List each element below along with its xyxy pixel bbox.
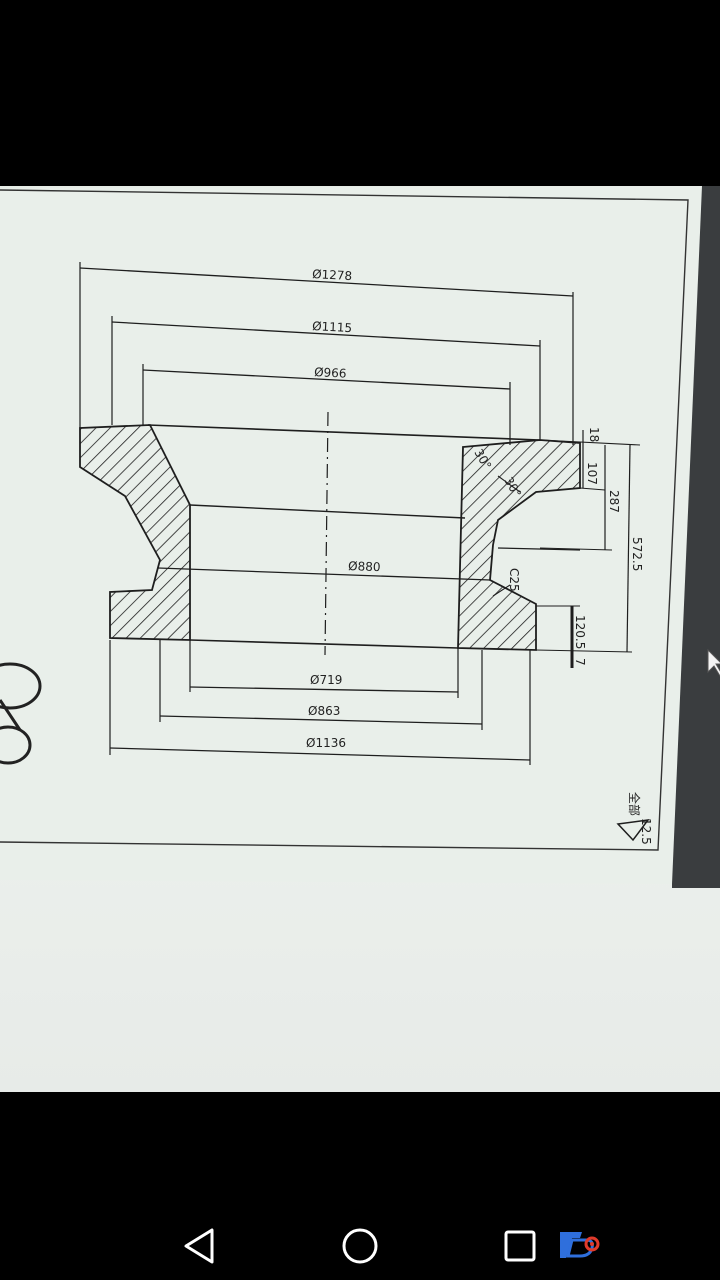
top-inner-line xyxy=(147,424,541,441)
chamfer-leader xyxy=(492,584,511,597)
drawing-frame xyxy=(0,189,689,851)
centerline xyxy=(324,411,329,656)
app-logo-icon xyxy=(560,1232,600,1258)
angle-mark-2 xyxy=(497,475,521,493)
label-d1136: Ø1136 xyxy=(306,736,346,750)
roughness-symbol xyxy=(616,819,650,842)
dim-line-572 xyxy=(626,444,631,653)
dim-line-966 xyxy=(142,369,511,390)
ext-line-top-right xyxy=(539,439,641,446)
dim-line-863 xyxy=(159,715,483,725)
home-icon[interactable] xyxy=(336,1222,384,1270)
partial-iso-view xyxy=(0,662,42,765)
recents-icon[interactable] xyxy=(496,1222,544,1270)
label-d719: Ø719 xyxy=(310,673,342,687)
bottom-inner-line xyxy=(189,639,459,649)
label-d863: Ø863 xyxy=(308,704,340,718)
dim-line-880 xyxy=(157,567,491,581)
label-h7: 7 xyxy=(573,658,587,666)
label-chamfer: C25 xyxy=(507,568,521,592)
label-h18: 18 xyxy=(587,427,601,442)
label-d966: Ø966 xyxy=(314,365,347,381)
label-h287: 287 xyxy=(607,490,621,513)
desk-edge xyxy=(672,186,720,888)
label-h120: 120.5 xyxy=(573,615,587,649)
paper-sheet xyxy=(0,186,702,884)
label-roughness: 12.5 xyxy=(639,818,653,845)
bore-top-line xyxy=(189,504,466,519)
label-d1278: Ø1278 xyxy=(312,267,353,283)
dim-line-1115 xyxy=(111,321,541,347)
drawing-canvas: Ø1278 Ø1115 Ø966 Ø880 Ø719 Ø863 Ø1136 18… xyxy=(0,186,720,888)
label-surface-note: 全部 xyxy=(627,792,642,816)
photo-of-technical-drawing: Ø1278 Ø1115 Ø966 Ø880 Ø719 Ø863 Ø1136 18… xyxy=(0,186,720,1092)
label-h107: 107 xyxy=(585,462,599,485)
dim-line-1278 xyxy=(79,267,574,297)
dim-line-1136 xyxy=(109,747,531,761)
label-d1115: Ø1115 xyxy=(312,319,353,335)
label-h572: 572.5 xyxy=(630,537,644,571)
ext-line-287 xyxy=(539,547,613,551)
ext-line-107 xyxy=(579,487,606,491)
back-icon[interactable] xyxy=(176,1222,224,1270)
step-line-right xyxy=(497,547,581,551)
ext-line-bottom-right xyxy=(535,649,633,653)
dim-line-719 xyxy=(189,686,459,693)
left-section-hatch xyxy=(79,424,191,641)
label-d880: Ø880 xyxy=(348,559,381,574)
system-navigation-bar xyxy=(0,1200,720,1280)
cursor-arrow-icon xyxy=(707,648,720,677)
